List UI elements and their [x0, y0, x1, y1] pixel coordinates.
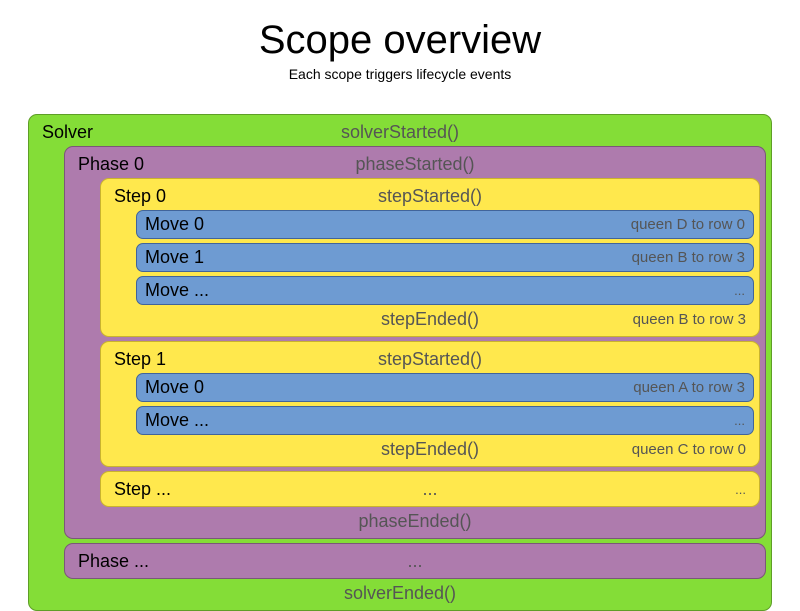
phase-label-0: Phase 0 — [78, 153, 145, 174]
step-started-row-0-2: Step ... ... ... — [106, 475, 754, 503]
solver-ended-event: solverEnded() — [343, 582, 457, 603]
step-scope-0-1[interactable]: Step 1 stepStarted() Move 0 queen A to r… — [100, 341, 760, 467]
phase-started-event-1: ... — [407, 550, 423, 571]
move-row-0-0-0: Move 0 queen D to row 0 — [137, 211, 753, 238]
step-ended-detail-0-0: queen B to row 3 — [632, 310, 746, 328]
phase-started-row-0: Phase 0 phaseStarted() — [70, 150, 760, 178]
solver-started-event: solverStarted() — [340, 121, 460, 142]
move-row-0-0-1: Move 1 queen B to row 3 — [137, 244, 753, 271]
step-label-0-2: Step ... — [114, 478, 172, 499]
scope-overview-diagram: Solver solverStarted() Phase 0 phaseStar… — [28, 114, 772, 611]
step-ended-detail-0-1: queen C to row 0 — [631, 440, 746, 458]
solver-started-row: Solver solverStarted() — [34, 118, 766, 146]
phase-ended-event-0: phaseEnded() — [358, 510, 472, 531]
phase-label-1: Phase ... — [78, 550, 150, 571]
move-label-0-1-1: Move ... — [145, 410, 210, 430]
page-header: Scope overview Each scope triggers lifec… — [0, 0, 800, 82]
step-ended-row-0-1: stepEnded() queen C to row 0 — [106, 435, 754, 463]
move-detail-0-0-1: queen B to row 3 — [631, 249, 745, 266]
move-scope-0-0-1[interactable]: Move 1 queen B to row 3 — [136, 243, 754, 272]
step-scope-0-0[interactable]: Step 0 stepStarted() Move 0 queen D to r… — [100, 178, 760, 337]
move-scope-0-1-1[interactable]: Move ... ... — [136, 406, 754, 435]
phase-started-event-0: phaseStarted() — [355, 153, 475, 174]
step-label-0-1: Step 1 — [114, 348, 167, 369]
step-started-detail-0-2: ... — [735, 481, 746, 497]
step-scope-0-2[interactable]: Step ... ... ... — [100, 471, 760, 507]
move-scope-0-0-2[interactable]: Move ... ... — [136, 276, 754, 305]
move-label-0-0-1: Move 1 — [145, 247, 205, 267]
step-started-event-0-0: stepStarted() — [377, 185, 483, 206]
move-scope-0-0-0[interactable]: Move 0 queen D to row 0 — [136, 210, 754, 239]
step-started-row-0-0: Step 0 stepStarted() — [106, 182, 754, 210]
step-started-event-0-1: stepStarted() — [377, 348, 483, 369]
move-detail-0-0-2: ... — [734, 283, 745, 298]
page-title: Scope overview — [258, 18, 542, 62]
phase-scope-0[interactable]: Phase 0 phaseStarted() Step 0 stepStarte… — [64, 146, 766, 539]
step-started-row-0-1: Step 1 stepStarted() — [106, 345, 754, 373]
move-detail-0-1-0: queen A to row 3 — [633, 379, 745, 396]
step-label-0-0: Step 0 — [114, 185, 167, 206]
solver-scope[interactable]: Solver solverStarted() Phase 0 phaseStar… — [28, 114, 772, 611]
move-label-0-0-0: Move 0 — [145, 214, 205, 234]
solver-label: Solver — [42, 121, 94, 142]
step-ended-row-0-0: stepEnded() queen B to row 3 — [106, 305, 754, 333]
move-label-0-1-0: Move 0 — [145, 377, 205, 397]
move-label-0-0-2: Move ... — [145, 280, 210, 300]
move-row-0-0-2: Move ... ... — [137, 277, 753, 304]
move-row-0-1-1: Move ... ... — [137, 407, 753, 434]
move-scope-0-1-0[interactable]: Move 0 queen A to row 3 — [136, 373, 754, 402]
move-detail-0-0-0: queen D to row 0 — [630, 216, 745, 233]
move-row-0-1-0: Move 0 queen A to row 3 — [137, 374, 753, 401]
phase-ended-row-0: phaseEnded() — [70, 507, 760, 535]
step-started-event-0-2: ... — [422, 478, 438, 499]
move-detail-0-1-1: ... — [734, 413, 745, 428]
solver-ended-row: solverEnded() — [34, 579, 766, 607]
phase-started-row-1: Phase ... ... — [70, 547, 760, 575]
page-subtitle: Each scope triggers lifecycle events — [288, 66, 512, 82]
phase-scope-1[interactable]: Phase ... ... — [64, 543, 766, 579]
